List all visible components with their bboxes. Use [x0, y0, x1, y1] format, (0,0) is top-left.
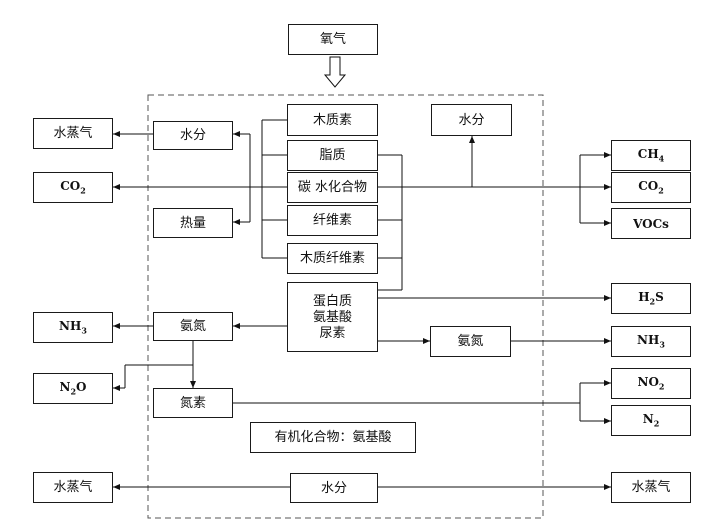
lipid-box: 脂质 — [287, 140, 378, 171]
vocs-right-label: VOCs — [633, 216, 669, 231]
nitrogen-element-box: 氮素 — [153, 388, 233, 418]
cellulose-label: 纤维素 — [312, 213, 352, 228]
n2o-left-label: N2O — [59, 380, 87, 397]
ch4-right-label: CH4 — [637, 147, 665, 164]
co2-right-label: CO2 — [638, 179, 664, 196]
steam-bottom-left-box: 水蒸气 — [33, 472, 113, 503]
heat-label: 热量 — [179, 215, 206, 231]
nh3-left-label: NH3 — [59, 319, 87, 336]
no2-right-label: NO2 — [637, 375, 665, 392]
carbohydrate-label: 碳 水化合物 — [297, 180, 368, 195]
nh3-right-box: NH3 — [611, 326, 691, 357]
n2-right-label: N2 — [642, 412, 660, 429]
ch4-right-box: CH4 — [611, 140, 691, 171]
co2-right-box: CO2 — [611, 172, 691, 203]
protein-label: 蛋白质 — [312, 293, 352, 309]
water-bottom-box: 水分 — [290, 473, 378, 503]
co2-left-box: CO2 — [33, 172, 113, 203]
lignin-box: 木质素 — [287, 104, 378, 136]
organic-compound-note: 有机化合物：氨基酸 — [274, 430, 392, 445]
no2-right-box: NO2 — [611, 368, 691, 399]
ammonia-nitrogen-box: 氨氮 — [153, 312, 233, 341]
steam-top-left-box: 水蒸气 — [33, 118, 113, 149]
oxygen-label: 氧气 — [319, 32, 346, 47]
h2s-right-box: H2S — [611, 283, 691, 314]
co2-left-label: CO2 — [60, 179, 86, 196]
water-top-label: 水分 — [458, 112, 485, 128]
lipid-label: 脂质 — [319, 148, 346, 163]
water-top-box: 水分 — [431, 104, 512, 136]
protein-box: 蛋白质 氨基酸 尿素 — [287, 282, 378, 352]
steam-right-label: 水蒸气 — [631, 480, 671, 495]
n2o-left-box: N2O — [33, 373, 113, 404]
heat-box: 热量 — [153, 208, 233, 238]
oxygen-box: 氧气 — [288, 24, 378, 55]
amino-acid-label: 氨基酸 — [312, 309, 352, 325]
lignocellulose-label: 木质纤维素 — [299, 251, 365, 266]
ammonia-nitrogen-right-label: 氨氮 — [457, 334, 484, 349]
nh3-left-box: NH3 — [33, 312, 113, 343]
process-boundary — [147, 94, 544, 519]
nitrogen-element-label: 氮素 — [179, 395, 206, 411]
steam-bottom-left-label: 水蒸气 — [53, 480, 93, 495]
organic-compound-note-box: 有机化合物：氨基酸 — [250, 422, 416, 453]
steam-right-box: 水蒸气 — [611, 472, 691, 503]
lignocellulose-box: 木质纤维素 — [287, 243, 378, 274]
steam-top-left-label: 水蒸气 — [53, 126, 93, 141]
water-bottom-label: 水分 — [320, 480, 347, 496]
lignin-label: 木质素 — [312, 112, 352, 128]
nh3-right-label: NH3 — [637, 333, 665, 350]
water-box: 水分 — [153, 121, 233, 150]
oxygen-input-arrow — [323, 56, 347, 88]
carbohydrate-box: 碳 水化合物 — [287, 172, 378, 203]
h2s-right-label: H2S — [638, 290, 664, 307]
urea-label: 尿素 — [319, 325, 346, 341]
n2-right-box: N2 — [611, 405, 691, 436]
ammonia-nitrogen-label: 氨氮 — [179, 319, 206, 334]
ammonia-nitrogen-right-box: 氨氮 — [430, 326, 511, 357]
water-label: 水分 — [179, 128, 206, 143]
cellulose-box: 纤维素 — [287, 205, 378, 236]
vocs-right-box: VOCs — [611, 208, 691, 239]
